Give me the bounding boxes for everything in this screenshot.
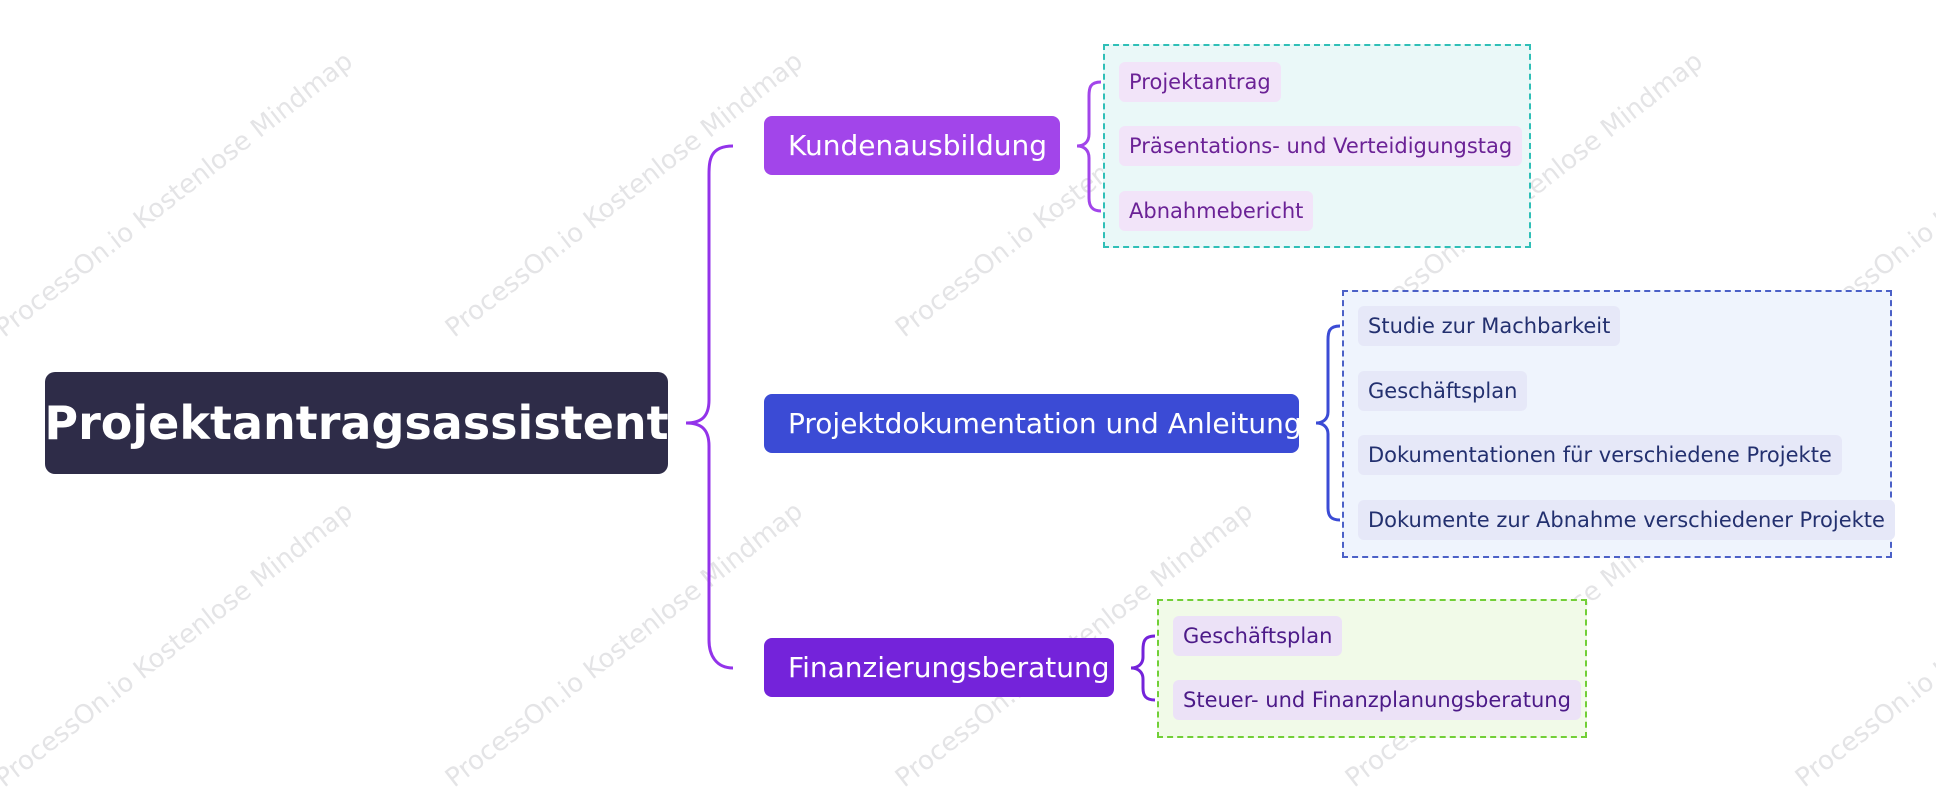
root-topic-label: Projektantragsassistent (44, 396, 669, 450)
subtopic-label: Präsentations- und Verteidigungstag (1129, 134, 1513, 158)
subtopic-abnahmebericht[interactable]: Abnahmebericht (1119, 191, 1314, 231)
branch-topic-kundenausbildung[interactable]: Kundenausbildung (764, 116, 1060, 175)
root-topic[interactable]: Projektantragsassistent (44, 372, 669, 474)
subtopic-label: Dokumente zur Abnahme verschiedener Proj… (1368, 508, 1885, 532)
branch-bracket-finanzierungsberatung (1130, 634, 1156, 702)
subtopic-label: Geschäftsplan (1368, 379, 1518, 403)
subtopic-projektantrag[interactable]: Projektantrag (1119, 62, 1281, 102)
branch-bracket-projektdokumentation (1315, 324, 1341, 522)
subtopic-geschaeftsplan-doku[interactable]: Geschäftsplan (1358, 371, 1528, 411)
subtopic-projektdokumentationen[interactable]: Dokumentationen für verschiedene Projekt… (1358, 435, 1842, 475)
branch-topic-label: Kundenausbildung (788, 129, 1048, 162)
branch-topic-label: Projektdokumentation und Anleitung (788, 407, 1302, 440)
subtopic-label: Studie zur Machbarkeit (1368, 314, 1611, 338)
subtopic-label: Steuer- und Finanzplanungsberatung (1183, 688, 1571, 712)
subtopic-label: Geschäftsplan (1183, 624, 1333, 648)
subtopic-abnahmedokumente[interactable]: Dokumente zur Abnahme verschiedener Proj… (1358, 500, 1895, 540)
root-bracket (685, 144, 734, 670)
subtopic-geschaeftsplan-finanz[interactable]: Geschäftsplan (1173, 616, 1343, 656)
subtopic-praesentationstag[interactable]: Präsentations- und Verteidigungstag (1119, 126, 1523, 166)
subtopic-label: Abnahmebericht (1129, 199, 1304, 223)
subtopic-machbarkeitsstudie[interactable]: Studie zur Machbarkeit (1358, 306, 1621, 346)
branch-topic-projektdokumentation[interactable]: Projektdokumentation und Anleitung (764, 394, 1302, 453)
subtopic-label: Projektantrag (1129, 70, 1271, 94)
branch-bracket-kundenausbildung (1076, 80, 1102, 213)
branch-topic-label: Finanzierungsberatung (788, 651, 1110, 684)
branch-topic-finanzierungsberatung[interactable]: Finanzierungsberatung (764, 638, 1114, 697)
subtopic-label: Dokumentationen für verschiedene Projekt… (1368, 443, 1832, 467)
subtopic-finanzplanungsberatung[interactable]: Steuer- und Finanzplanungsberatung (1173, 680, 1581, 720)
